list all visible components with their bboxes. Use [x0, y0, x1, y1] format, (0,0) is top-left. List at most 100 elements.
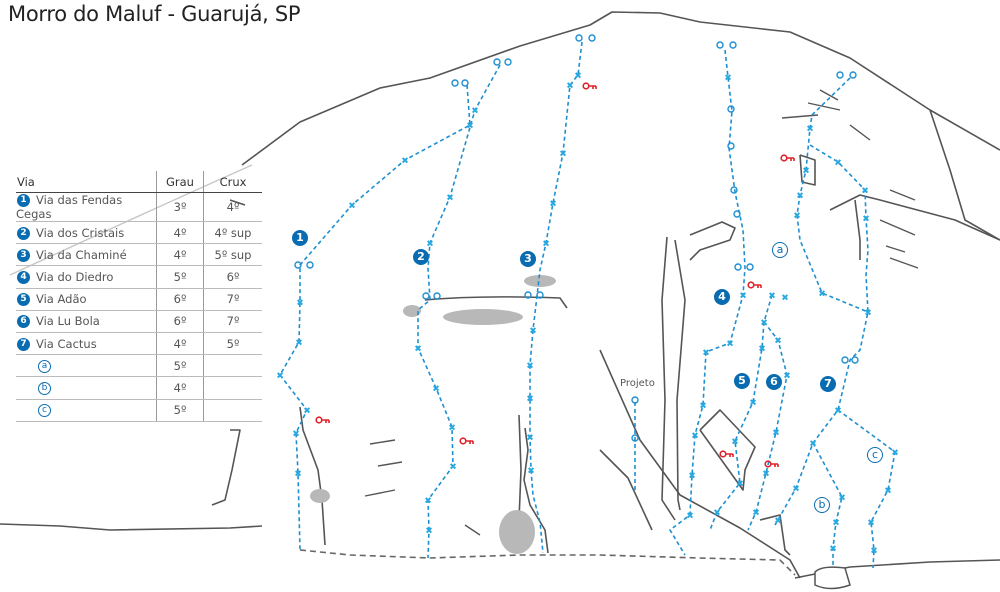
- cross-icon: ✖: [793, 212, 801, 222]
- cross-icon: ✖: [724, 74, 732, 84]
- rock-outline: [674, 239, 686, 511]
- grau-cell: 5º: [156, 354, 204, 378]
- cross-icon: ✖: [348, 202, 356, 212]
- grau-cell: 4º: [156, 376, 204, 400]
- via-name: Via Adão: [36, 292, 87, 307]
- anchor-ring-icon: [841, 356, 849, 364]
- anchor-ring-icon: [730, 186, 738, 194]
- route-line: [796, 77, 869, 313]
- crux-cell: [203, 399, 262, 422]
- crux-cell: 4º: [203, 192, 262, 222]
- grau-cell: 5º: [156, 265, 204, 289]
- route-line: [668, 49, 746, 556]
- crack-line: [781, 114, 819, 119]
- table-header: Via Grau Crux: [16, 171, 262, 193]
- page-title: Morro do Maluf - Guarujá, SP: [8, 2, 301, 26]
- cross-icon: ✖: [699, 402, 707, 412]
- header-via: Via: [16, 171, 157, 193]
- route-marker: 5: [17, 293, 30, 307]
- route-marker: 4: [17, 270, 30, 284]
- route-marker: a: [38, 359, 51, 373]
- crack-line: [889, 189, 916, 201]
- rock-outline: [599, 349, 801, 579]
- cross-icon: ✖: [870, 547, 878, 557]
- vegetation-blob: [499, 510, 535, 554]
- via-cell: c: [16, 399, 157, 422]
- cross-icon: ✖: [838, 494, 846, 504]
- anchor-ring-icon: [524, 291, 532, 299]
- cross-icon: ✖: [559, 150, 567, 160]
- rock-outline: [211, 429, 241, 506]
- route-line: [279, 84, 471, 551]
- rock-outline: [929, 109, 1000, 241]
- cross-icon: ✖: [303, 407, 311, 417]
- vegetation-blob: [524, 275, 556, 287]
- route-line: [774, 144, 869, 526]
- cross-icon: ✖: [401, 157, 409, 167]
- crack-line: [464, 524, 481, 536]
- cross-icon: ✖: [449, 463, 457, 473]
- rock-outline: [599, 449, 653, 531]
- crack-line: [849, 124, 871, 141]
- cross-icon: ✖: [781, 294, 789, 304]
- route-line: [812, 442, 843, 565]
- rock-outline: [661, 236, 676, 521]
- rock-outline: [854, 199, 861, 260]
- rock-outline: [829, 194, 1000, 241]
- cross-icon: ✖: [276, 372, 284, 382]
- via-name: Via dos Cristais: [36, 225, 125, 240]
- route-line: [709, 294, 773, 531]
- cross-icon: ✖: [760, 319, 768, 329]
- key-icon: [780, 154, 795, 162]
- grau-cell: 4º: [156, 221, 204, 245]
- crux-cell: [203, 376, 262, 400]
- crux-cell: 7º: [203, 288, 262, 311]
- cross-icon: ✖: [809, 440, 817, 450]
- anchor-ring-icon: [433, 292, 441, 300]
- route-marker: b: [38, 381, 51, 395]
- via-name: Via Cactus: [36, 336, 97, 351]
- key-icon: [315, 416, 330, 424]
- cross-icon: ✖: [691, 432, 699, 442]
- table-row: 5 Via Adão 6º 7º: [16, 288, 262, 311]
- cross-icon: ✖: [796, 192, 804, 202]
- via-cell: a: [16, 354, 157, 378]
- via-name: Via da Chaminé: [36, 247, 127, 262]
- anchor-ring-icon: [727, 142, 735, 150]
- projeto-label: Projeto: [620, 378, 655, 389]
- route-marker-a: a: [772, 242, 788, 258]
- route-marker-3: 3: [520, 251, 536, 267]
- route-line: [417, 64, 501, 559]
- route-marker-c: c: [867, 447, 883, 463]
- key-icon: [582, 82, 597, 90]
- route-marker-7: 7: [820, 376, 836, 392]
- cross-icon: ✖: [471, 107, 479, 117]
- key-icon: [719, 450, 734, 458]
- route-marker: 6: [17, 315, 30, 329]
- cross-icon: ✖: [574, 72, 582, 82]
- route-marker-1: 1: [292, 230, 308, 246]
- rock-outline: [699, 409, 756, 491]
- crux-cell: 7º: [203, 310, 262, 333]
- route-marker-b: b: [814, 497, 830, 513]
- cross-icon: ✖: [834, 159, 842, 169]
- route-line: [747, 321, 788, 531]
- via-cell: b: [16, 376, 157, 400]
- anchor-ring-icon: [536, 291, 544, 299]
- cross-icon: ✖: [829, 545, 837, 555]
- anchor-ring-icon: [588, 34, 596, 42]
- cross-icon: ✖: [862, 215, 870, 225]
- header-crux: Crux: [203, 171, 262, 193]
- cross-icon: ✖: [466, 122, 474, 132]
- cross-icon: ✖: [774, 337, 782, 347]
- anchor-ring-icon: [461, 79, 469, 87]
- grau-cell: 6º: [156, 288, 204, 311]
- ledge-line: [424, 296, 568, 309]
- cross-icon: ✖: [296, 299, 304, 309]
- crux-cell: 5º sup: [203, 243, 262, 267]
